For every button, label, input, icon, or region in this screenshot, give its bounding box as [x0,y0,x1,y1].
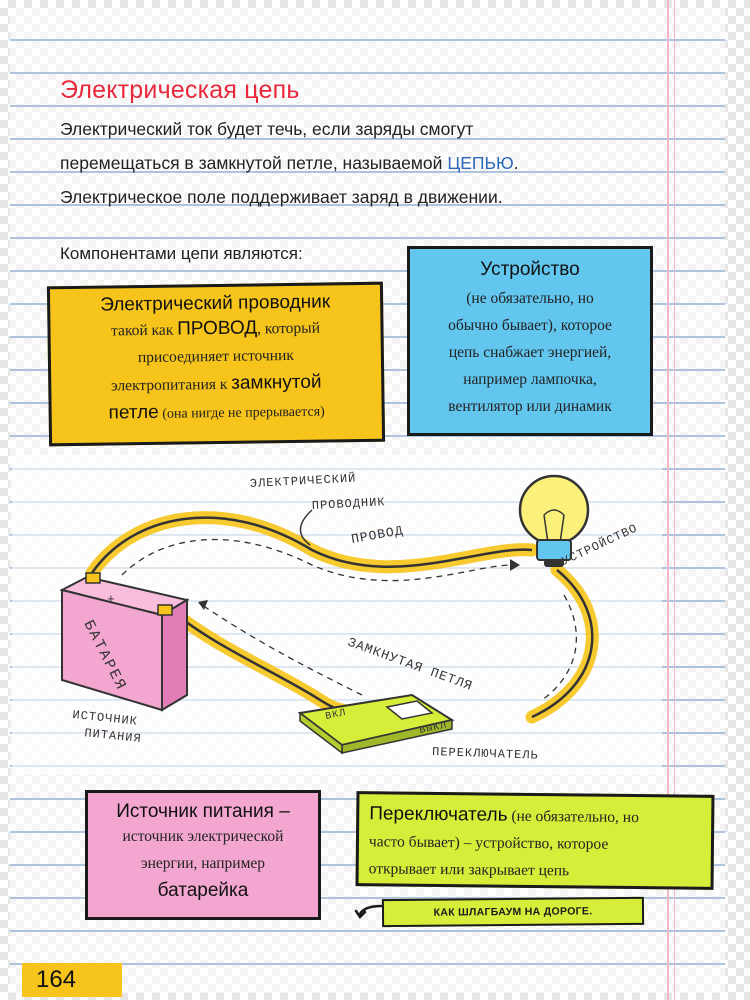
conductor-label-1: ЭЛЕКТРИЧЕСКИЙ [249,470,356,491]
battery-minus: – [145,604,154,619]
page-heading: Электрическая цепь [60,76,300,104]
circuit-term: ЦЕПЬЮ [447,153,514,173]
conductor-pointer [299,509,313,546]
switch [297,693,455,755]
switch-box: Переключатель (не обязательно, но часто … [355,791,715,890]
source-text: источник электрической энергии, например… [88,823,318,905]
device-box: Устройство (не обязательно, но обычно бы… [407,246,653,436]
arrow-head-1 [510,559,520,571]
device-line-5: вентилятор или динамик [448,398,612,415]
intro-line-1: Электрический ток будет течь, если заряд… [60,119,474,139]
conductor-bold-wire: ПРОВОД [177,317,258,340]
switch-line-2: часто бывает) – устройство, которое [368,833,609,853]
device-line-2: обычно бывает), которое [448,317,612,334]
conductor-label-2: ПРОВОДНИК [311,495,385,513]
margin-line-secondary [674,0,675,1000]
conductor-text: такой как ПРОВОД, который присоединяет и… [50,313,382,430]
wire-right [531,569,594,719]
source-line-1: источник электрической [122,828,284,845]
circuit-svg: + – БАТАРЕЯ ИСТОЧНИК ПИТАНИЯ ВКЛ ВЫКЛ ЭЛ… [12,455,662,775]
device-title: Устройство [480,259,580,280]
components-label: Компонентами цепи являются: [60,244,303,263]
device-line-3: цепь снабжает энергией, [448,344,612,361]
arrow-head-2 [198,600,208,610]
intro-line-2-end: . [513,153,519,173]
conductor-text-2: , который [257,319,321,338]
intro-line-3: Электрическое поле поддерживает заряд в … [60,187,503,207]
switch-label: ПЕРЕКЛЮЧАТЕЛЬ [432,745,539,763]
note-bar: КАК ШЛАГБАУМ НА ДОРОГЕ. [381,896,645,928]
battery [59,572,190,712]
intro-line-2: перемещаться в замкнутой петле, называем… [60,146,600,180]
conductor-text-4: электропитания к [110,375,232,395]
conductor-bold-loop: петле [108,401,159,424]
power-source-box: Источник питания – источник электрическо… [85,790,321,920]
battery-plus: + [107,592,116,607]
switch-on-label: ВКЛ [325,708,348,723]
device-line-1: (не обязательно, но [466,290,594,307]
current-path-right [541,594,577,701]
device-text: (не обязательно, но обычно бывает), кото… [410,285,650,420]
device-line-4: например лампочка, [463,371,597,388]
switch-title: Переключатель [369,803,508,826]
note-arrow-icon [354,904,384,919]
page-number: 164 [22,963,122,997]
conductor-text-1: такой как [110,321,178,340]
intro-paragraph: Электрический ток будет течь, если заряд… [60,112,600,214]
conductor-text-5: (она нигде не прерывается) [158,404,325,422]
source-title: Источник питания – [116,801,290,822]
switch-text-1: (не обязательно, но [507,807,639,827]
conductor-box: Электрический проводник такой как ПРОВОД… [46,281,386,447]
source-line-2: энергии, например [140,855,266,872]
current-path-bottom [201,604,363,696]
current-path-top [121,538,513,582]
conductor-bold-closed: замкнутой [231,371,322,394]
source-label-1: ИСТОЧНИК [72,708,139,729]
source-bold-battery: батарейка [157,880,249,901]
circuit-diagram: + – БАТАРЕЯ ИСТОЧНИК ПИТАНИЯ ВКЛ ВЫКЛ ЭЛ… [12,455,662,775]
intro-line-2-text: перемещаться в замкнутой петле, называем… [60,153,448,173]
light-bulb [518,474,590,567]
switch-line-3: открывает или закрывает цепь [368,860,570,880]
source-label-2: ПИТАНИЯ [84,726,143,746]
switch-text: Переключатель (не обязательно, но часто … [359,794,712,886]
wire-top [90,516,533,574]
margin-line [667,0,669,1000]
